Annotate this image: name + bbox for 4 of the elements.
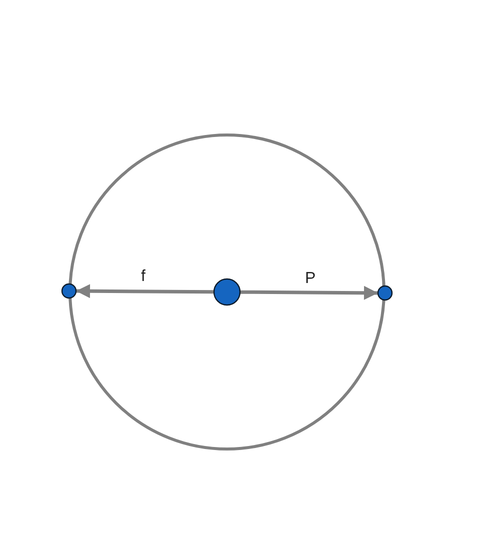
point-dot — [378, 286, 392, 300]
outer-circle — [70, 135, 384, 449]
point-dot — [62, 284, 76, 298]
center-dot — [214, 279, 240, 305]
